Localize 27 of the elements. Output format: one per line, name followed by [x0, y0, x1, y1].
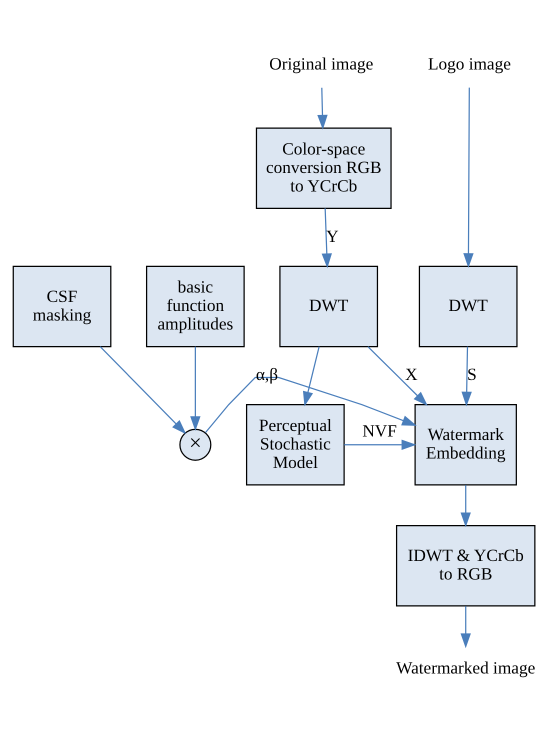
arrow — [100, 346, 186, 434]
node-box: DWT — [418, 266, 518, 348]
arrow — [460, 606, 471, 648]
node-box: DWT — [279, 266, 378, 348]
node-text: Original image — [269, 54, 374, 74]
arrow — [302, 346, 320, 406]
arrow — [463, 88, 474, 268]
edge-label: X — [405, 365, 418, 384]
node-text: Logo image — [428, 54, 511, 74]
node-circle: × — [179, 428, 212, 461]
node-box: Color-space conversion RGB to YCrCb — [256, 128, 392, 209]
edge-label: NVF — [362, 421, 397, 440]
arrow — [190, 346, 201, 432]
node-text: Watermarked image — [396, 658, 536, 678]
edge-label: S — [467, 365, 477, 384]
node-box: CSF masking — [12, 266, 112, 348]
node-box: basic function amplitudes — [146, 266, 245, 348]
arrow — [322, 208, 332, 268]
arrow — [368, 346, 428, 406]
node-box: Perceptual Stochastic Model — [246, 404, 345, 486]
arrow — [344, 440, 416, 450]
arrow — [317, 88, 328, 130]
node-box: IDWT & YCrCb to RGB — [396, 525, 536, 606]
arrow — [205, 376, 417, 433]
arrow — [461, 346, 472, 406]
node-box: Watermark Embedding — [414, 404, 517, 486]
arrow — [460, 485, 471, 528]
